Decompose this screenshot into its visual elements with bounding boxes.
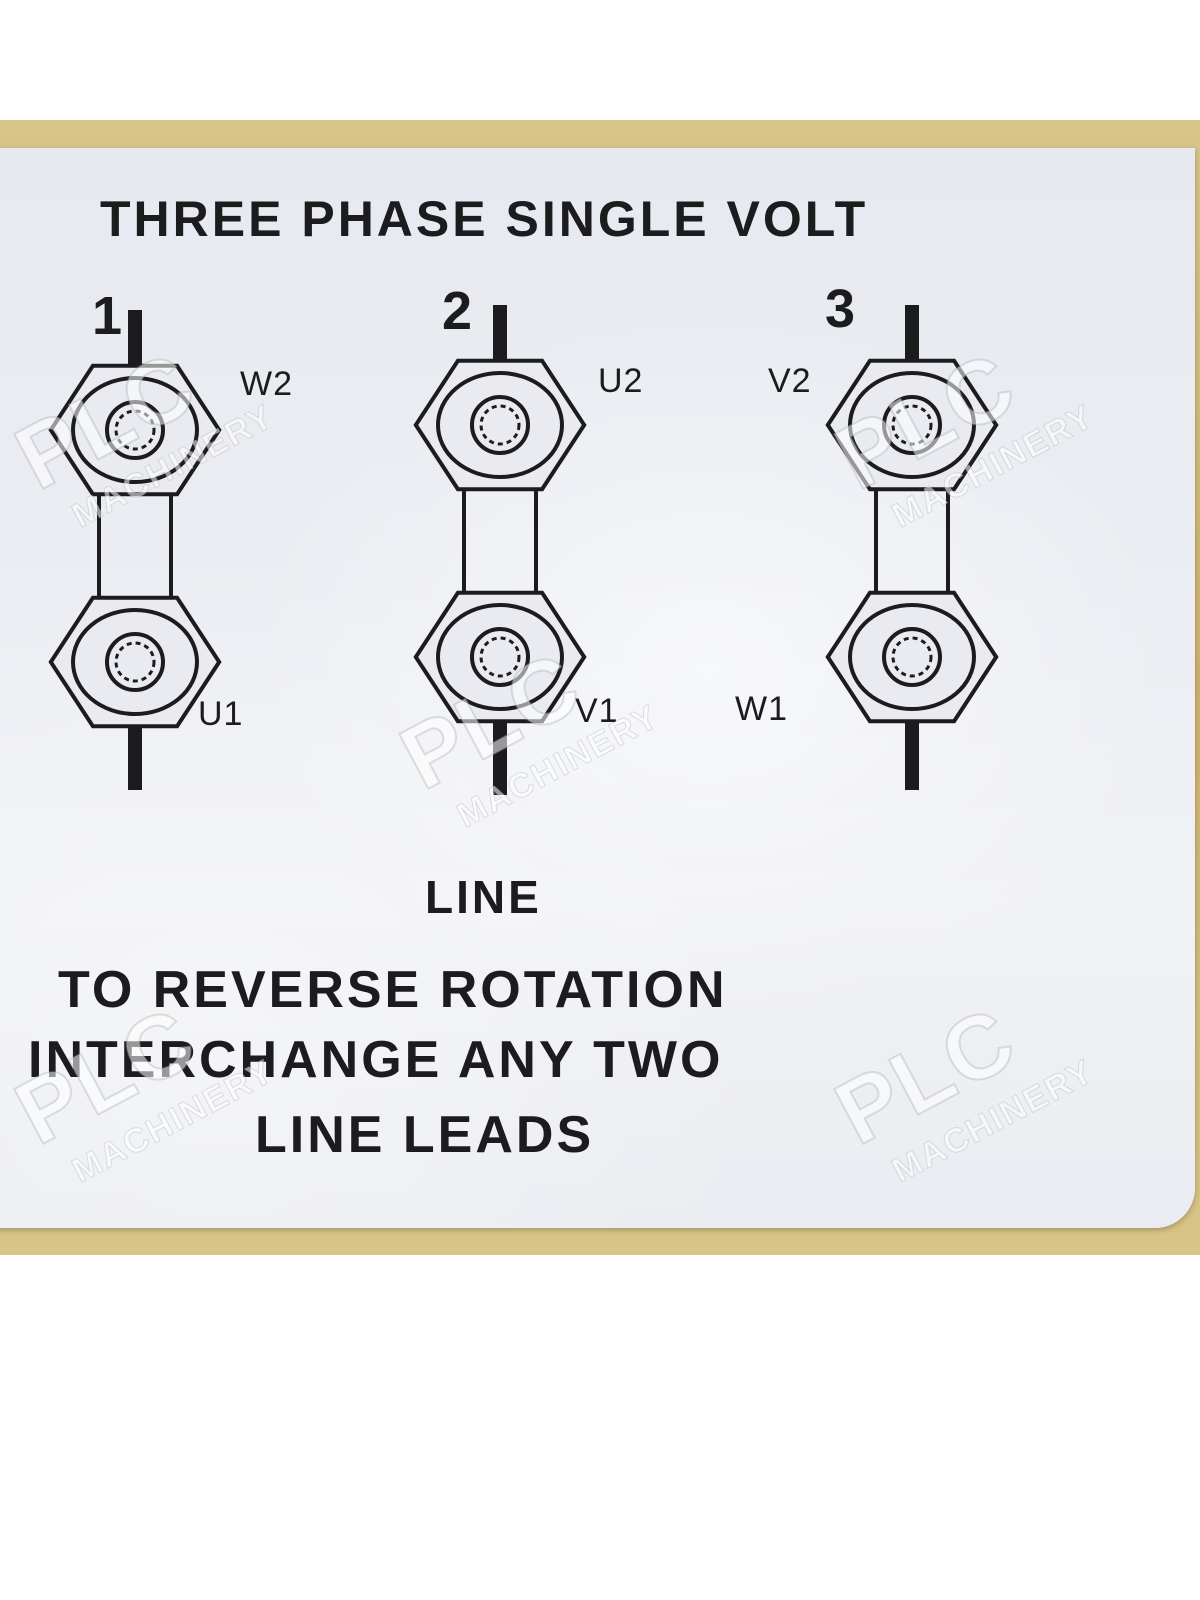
- stud-thread: [891, 636, 933, 678]
- note-line-1: TO REVERSE ROTATION: [58, 961, 728, 1019]
- washer: [71, 608, 199, 716]
- hex-nut: [413, 590, 587, 724]
- stud-outer: [882, 395, 942, 455]
- hex-nut: [825, 358, 999, 492]
- stud-outer: [470, 395, 530, 455]
- terminal-label-u2: U2: [598, 362, 644, 400]
- stud-thread: [479, 404, 521, 446]
- terminal-label-u1: U1: [198, 695, 244, 733]
- washer: [436, 603, 564, 711]
- hex-nut: [48, 595, 222, 729]
- lead-wire-bottom: [905, 702, 919, 790]
- stud-outer: [105, 632, 165, 692]
- hex-nut: [413, 358, 587, 492]
- washer: [848, 371, 976, 479]
- terminal-label-v1: V1: [575, 692, 619, 730]
- note-line-2: INTERCHANGE ANY TWO: [28, 1031, 724, 1089]
- terminal-number-3: 3: [825, 279, 856, 339]
- hex-nut: [825, 590, 999, 724]
- terminal-links: [48, 305, 999, 795]
- terminal-number-2: 2: [442, 281, 473, 341]
- terminal-label-v2: V2: [768, 362, 812, 400]
- terminal-label-w2: W2: [240, 365, 293, 403]
- stud-thread: [891, 404, 933, 446]
- stud-thread: [114, 409, 156, 451]
- hex-nut: [48, 363, 222, 497]
- plate-title: THREE PHASE SINGLE VOLT: [100, 191, 869, 247]
- stud-thread: [114, 641, 156, 683]
- note-line-3: LINE LEADS: [255, 1106, 595, 1164]
- stud-outer: [105, 400, 165, 460]
- terminal-number-1: 1: [92, 286, 123, 346]
- line-label: LINE: [425, 871, 542, 923]
- lead-wire-bottom: [493, 702, 507, 795]
- stud-outer: [882, 627, 942, 687]
- terminal-label-w1: W1: [735, 690, 788, 728]
- washer: [848, 603, 976, 711]
- stud-thread: [479, 636, 521, 678]
- washer: [71, 376, 199, 484]
- stud-outer: [470, 627, 530, 687]
- washer: [436, 371, 564, 479]
